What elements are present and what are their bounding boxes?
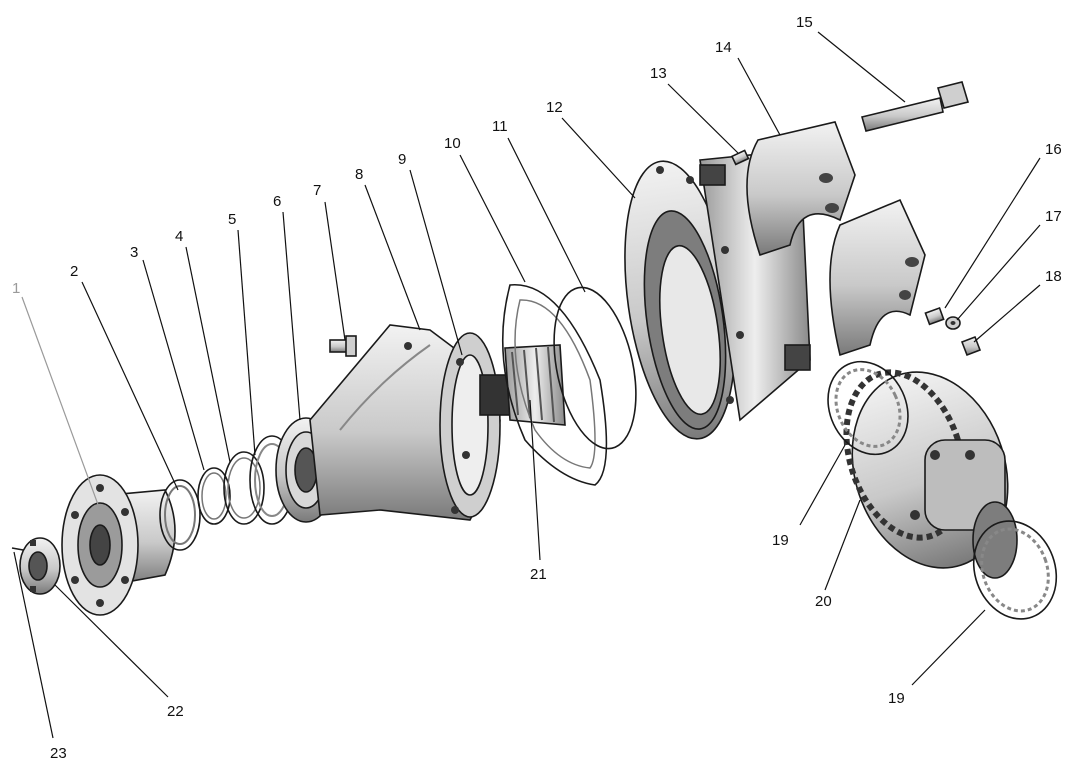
leader-11	[507, 137, 586, 293]
callout-1: 1	[12, 280, 20, 297]
part-dowel-pin	[730, 149, 750, 166]
part-pinion-carrier	[309, 324, 501, 521]
leader-15	[817, 31, 906, 103]
callout-9: 9	[398, 151, 406, 168]
leader-19-lower	[911, 609, 986, 686]
callout-10: 10	[444, 135, 461, 152]
part-oil-seal	[159, 479, 201, 551]
leader-16	[944, 157, 1041, 309]
leader-10	[459, 154, 526, 283]
leader-5	[237, 229, 256, 456]
leader-12	[561, 117, 636, 199]
callout-19-lower: 19	[888, 690, 905, 707]
callout-3: 3	[130, 244, 138, 261]
leader-6	[282, 211, 301, 421]
part-housing-bolt	[329, 335, 357, 357]
part-washer	[945, 316, 961, 330]
callout-20: 20	[815, 593, 832, 610]
leader-13	[667, 83, 739, 154]
callout-21: 21	[530, 566, 547, 583]
part-small-bolt	[960, 335, 982, 357]
callout-17: 17	[1045, 208, 1062, 225]
callout-12: 12	[546, 99, 563, 116]
part-side-bearing-lower	[972, 520, 1058, 620]
part-shim	[223, 451, 265, 525]
callout-8: 8	[355, 166, 363, 183]
callout-19-upper: 19	[772, 532, 789, 549]
part-differential-case	[843, 369, 1018, 579]
leader-4	[185, 246, 231, 463]
callout-labels: 1 2 3 4 5 6 7 8 9 10 11 12 13 14 15 16 1…	[12, 14, 1062, 762]
leader-19-upper	[799, 444, 846, 526]
leader-1	[21, 296, 101, 511]
leader-17	[956, 224, 1041, 321]
callout-4: 4	[175, 228, 183, 245]
leader-8	[364, 184, 421, 331]
callout-5: 5	[228, 211, 236, 228]
part-cap-bolt	[861, 81, 970, 132]
leader-2	[81, 281, 179, 491]
callout-6: 6	[273, 193, 281, 210]
leader-23	[13, 551, 54, 739]
callout-7: 7	[313, 182, 321, 199]
part-gasket	[501, 284, 608, 486]
callout-14: 14	[715, 39, 732, 56]
part-drive-pinion	[479, 344, 566, 426]
leader-9	[409, 169, 463, 356]
callout-15: 15	[796, 14, 813, 31]
part-castle-nut	[19, 537, 61, 595]
leader-3	[142, 259, 205, 471]
callout-11: 11	[492, 118, 508, 135]
part-o-ring	[553, 286, 637, 450]
callout-13: 13	[650, 65, 667, 82]
callout-16: 16	[1045, 141, 1062, 158]
part-lock-plate	[924, 306, 945, 326]
leader-7	[324, 201, 346, 341]
part-spacer-ring	[197, 467, 231, 525]
callout-22: 22	[167, 703, 184, 720]
part-companion-flange	[61, 474, 176, 616]
callout-2: 2	[70, 263, 78, 280]
leader-lines	[13, 31, 1041, 739]
leader-21	[529, 399, 541, 561]
part-bearing-caps	[746, 121, 926, 357]
leader-14	[737, 57, 781, 136]
leader-18	[973, 284, 1041, 343]
callout-23: 23	[50, 745, 67, 762]
leader-22	[54, 584, 169, 698]
callout-18: 18	[1045, 268, 1062, 285]
leader-20	[824, 499, 861, 591]
part-side-bearing-upper	[827, 360, 909, 456]
